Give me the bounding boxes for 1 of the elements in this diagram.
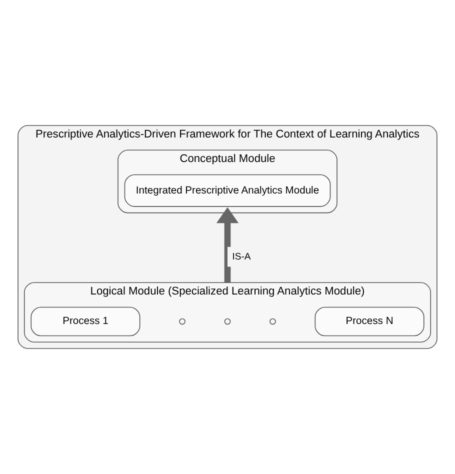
edge-label: IS-A xyxy=(232,252,251,263)
